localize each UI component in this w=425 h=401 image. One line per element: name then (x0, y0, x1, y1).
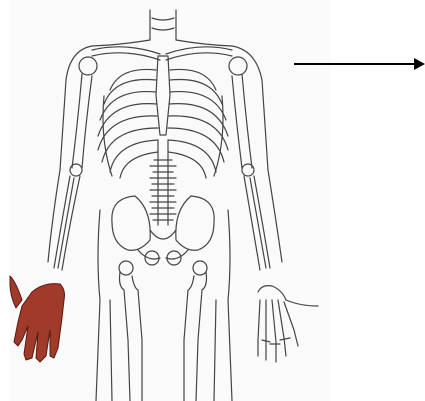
clavicles (79, 47, 247, 75)
neck-vertebrae (150, 10, 176, 40)
pointer-arrow (294, 58, 425, 70)
left-hand-bones (258, 286, 318, 362)
pelvis (112, 196, 214, 265)
rib-cage (98, 69, 228, 178)
sternum (156, 56, 170, 135)
highlighted-hand (10, 276, 65, 362)
femurs (119, 261, 207, 401)
right-arm-bones (232, 74, 270, 270)
